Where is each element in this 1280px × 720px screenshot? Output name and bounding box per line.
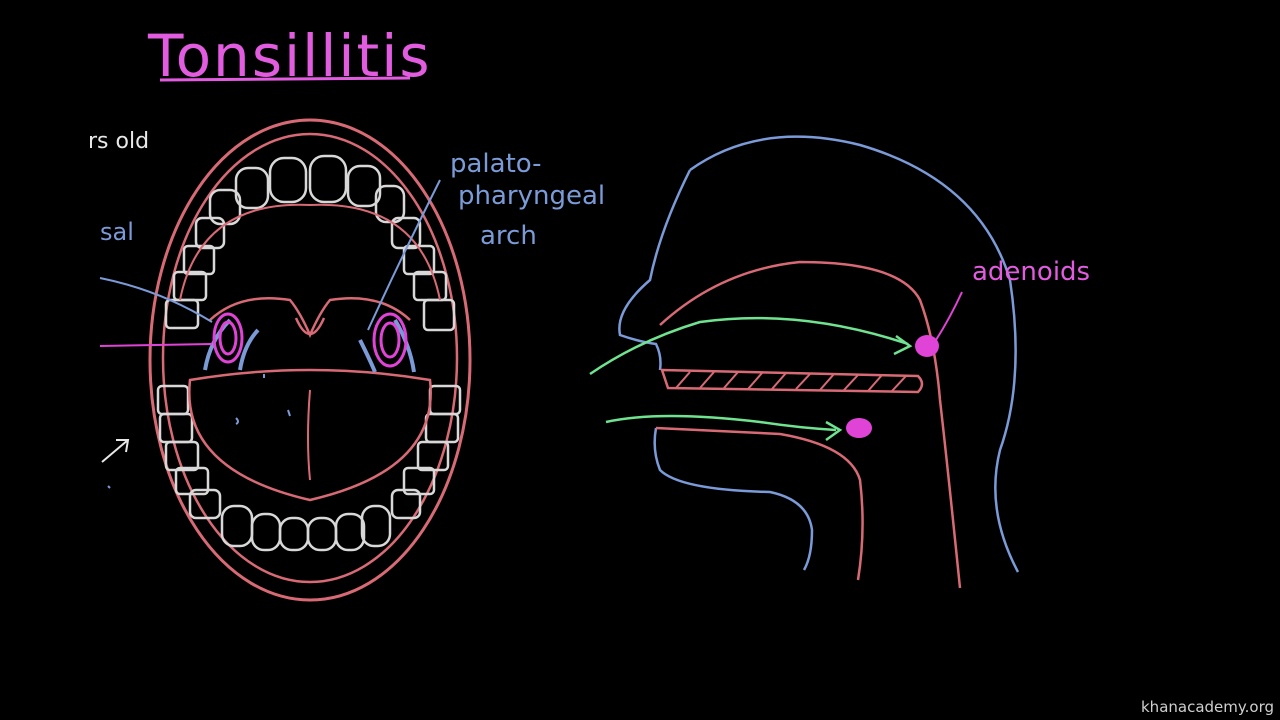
lower-teeth: [156, 384, 462, 552]
tongue-midline: [307, 389, 311, 481]
oral-throat-outline: [655, 426, 864, 581]
hard-palate: [660, 368, 924, 394]
adenoid-pointer: [935, 291, 963, 341]
right-tonsil: [372, 312, 408, 368]
nasal-airflow-arrowhead: [893, 334, 913, 356]
right-arch: [358, 339, 377, 373]
upper-teeth: [164, 154, 456, 332]
stray-marks: [107, 374, 291, 489]
head-side-view: [589, 135, 1020, 589]
left-tonsil: [212, 312, 244, 364]
small-arrow: [101, 439, 130, 463]
label-years-old-partial: rs old: [88, 129, 149, 154]
oral-airflow-arrow: [605, 414, 837, 432]
label-palato-line1: palato-: [450, 149, 542, 179]
head-outline: [618, 135, 1020, 573]
label-sal-partial: sal: [100, 218, 134, 246]
uvula: [294, 317, 326, 336]
pointer-line-magenta: [99, 343, 213, 347]
adenoid-mass: [915, 335, 939, 357]
jaw-outline: [653, 427, 814, 571]
tonsil-mass: [846, 418, 872, 438]
nasal-airflow-arrow: [589, 316, 909, 376]
label-palato-line2: pharyngeal: [458, 181, 605, 211]
outer-lip-outline: [148, 118, 472, 602]
tongue-outline: [188, 368, 432, 502]
title-underline: [159, 76, 411, 82]
label-adenoids: adenoids: [972, 257, 1090, 287]
pointer-line-arch: [367, 179, 441, 331]
oral-airflow-arrowhead: [825, 420, 843, 442]
open-mouth-diagram: [99, 118, 472, 602]
inner-lip-outline: [161, 132, 459, 584]
upper-gum-line: [179, 203, 441, 301]
label-palato-line3: arch: [480, 221, 537, 251]
right-arch-outer: [393, 318, 416, 373]
nasal-cavity-roof: [659, 260, 962, 589]
watermark: khanacademy.org: [1141, 698, 1274, 716]
pointer-line-blue: [99, 277, 213, 323]
left-arch-inner: [238, 328, 260, 371]
